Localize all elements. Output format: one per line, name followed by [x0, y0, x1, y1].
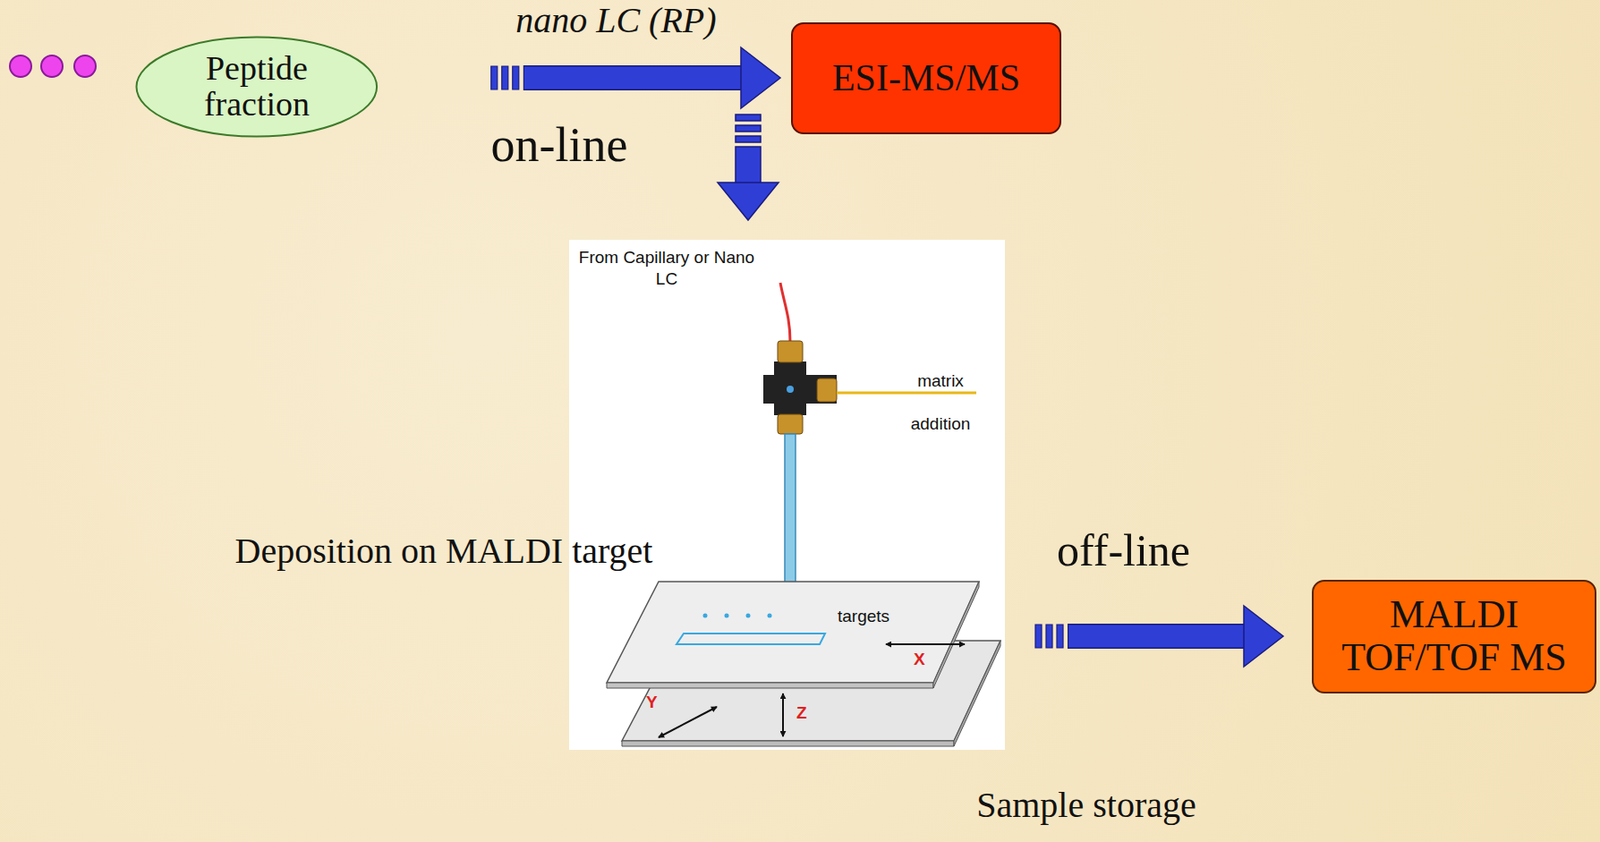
down-arrow: [717, 114, 779, 221]
z-axis-arrow: [782, 693, 784, 737]
axis-label: Y: [646, 692, 658, 713]
flow-arrow: [1035, 605, 1284, 667]
fitting-nut: [817, 378, 837, 402]
tee-body: [774, 361, 807, 416]
free-label: Sample storage: [976, 784, 1197, 826]
ellipse-shape: [136, 37, 378, 137]
arrow-tail-bar: [735, 125, 761, 132]
fitting-nut: [777, 414, 803, 435]
node-label: ESI-MS/MS: [832, 57, 1021, 99]
sample-dots: [9, 55, 96, 77]
sample-dot: [9, 55, 32, 77]
arrow-tail-bar: [491, 66, 498, 90]
spot: [746, 613, 751, 619]
arrow-tail-bar: [1056, 624, 1064, 648]
node-label: MALDI TOF/TOF MS: [1333, 593, 1575, 681]
flow-arrow: [491, 47, 781, 109]
spot: [703, 613, 708, 619]
arrow-tail-bar: [735, 136, 761, 143]
capillary-line: [780, 282, 791, 342]
x-axis-arrow: [885, 643, 965, 646]
text-block: MALDI TOF/TOF MS: [1333, 593, 1575, 681]
deposition-illustration: From Capillary or Nano LC matrix addition…: [569, 239, 1005, 750]
spot: [724, 613, 730, 619]
fraction-ellipse: Peptide fraction: [135, 35, 379, 138]
node-label: Peptide fraction: [176, 51, 338, 123]
ms-instrument-box: ESI-MS/MS: [791, 22, 1062, 135]
spot: [767, 613, 773, 619]
free-label: on-line: [491, 117, 629, 173]
plate-edge: [953, 640, 1001, 747]
edge-label: off-line: [1056, 525, 1191, 578]
axis-label: X: [913, 649, 926, 670]
plate-edge: [621, 740, 954, 747]
plate-edge: [606, 682, 934, 689]
arrow-tail-bar: [502, 66, 509, 90]
matrix-label: matrix addition: [886, 359, 995, 445]
matrix-line: [836, 391, 977, 395]
sample-dot: [41, 55, 63, 77]
text-block: ESI-MS/MS: [832, 57, 1021, 99]
target-label: targets: [837, 606, 890, 627]
tee-junction: [786, 385, 794, 393]
inlet-label: From Capillary or Nano LC: [572, 246, 761, 290]
plate-edge: [933, 581, 979, 689]
axis-label: Z: [796, 703, 808, 724]
illustration-ground: [569, 239, 1005, 750]
sample-track: [676, 633, 826, 645]
spotting-tube: [784, 434, 796, 587]
edge-label: nano LC (RP): [515, 0, 716, 42]
sample-dot: [74, 55, 96, 77]
spot-row: [703, 613, 773, 619]
arrow-head: [740, 47, 781, 109]
arrow-head: [1243, 605, 1284, 667]
arrow-head: [717, 182, 779, 221]
text-block: Peptide fraction: [176, 51, 338, 123]
arrow-shaft: [524, 67, 744, 90]
free-label: Deposition on MALDI target: [235, 530, 654, 572]
spotter-illustration: [569, 239, 1005, 750]
arrow-tail-bar: [1035, 624, 1042, 648]
arrow-tail-bar: [1046, 624, 1053, 648]
fitting-nut: [777, 340, 803, 363]
y-axis-arrow: [658, 706, 717, 738]
arrow-tail-bar: [512, 66, 520, 90]
arrow-shaft: [735, 146, 761, 185]
arrow-shaft: [1068, 625, 1247, 648]
arrow-tail-bar: [735, 114, 761, 121]
target-plate: [606, 581, 979, 683]
ms-instrument-box: MALDI TOF/TOF MS: [1311, 579, 1597, 694]
